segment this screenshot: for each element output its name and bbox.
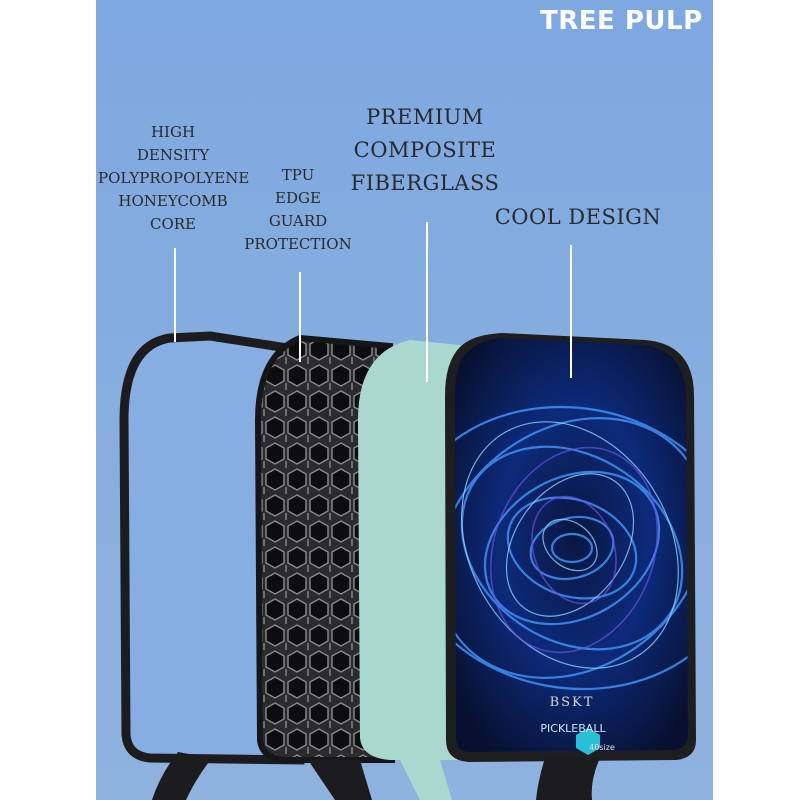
- face-product-label: PICKLEBALL: [540, 722, 606, 735]
- design-callout: COOL DESIGN: [492, 201, 664, 234]
- surface-callout-line: FIBERGLASS: [350, 171, 500, 195]
- edge-callout-line: TPU: [281, 166, 315, 184]
- brand-watermark: TREE PULP & CO: [540, 6, 788, 36]
- edge-callout-line: GUARD: [268, 212, 328, 230]
- core-callout-line: DENSITY: [136, 146, 210, 164]
- surface-callout-line: COMPOSITE: [353, 138, 497, 162]
- core-callout-line: POLYPROPOLYENE: [98, 169, 250, 187]
- design-callout-line: COOL DESIGN: [494, 205, 662, 229]
- core-callout-line: HIGH: [150, 123, 196, 141]
- face-size-label: 40size: [589, 743, 615, 752]
- paddle-face: [445, 333, 696, 800]
- core-callout-line: CORE: [149, 215, 197, 233]
- face-badge-icon: [576, 728, 600, 755]
- edge-callout-line: PROTECTION: [244, 235, 352, 253]
- edge-callout: TPU EDGE GUARD PROTECTION: [238, 164, 358, 256]
- fiberglass-surface-layer: [358, 340, 472, 800]
- edge-callout-line: EDGE: [275, 189, 321, 207]
- face-logo: BSKT: [550, 695, 595, 710]
- core-callout-line: HONEYCOMB: [118, 192, 228, 210]
- callout-lines: [174, 222, 572, 382]
- surface-callout-line: PREMIUM: [366, 105, 484, 129]
- surface-callout: PREMIUM COMPOSITE FIBERGLASS: [350, 101, 500, 200]
- core-callout: HIGH DENSITY POLYPROPOLYENE HONEYCOMB CO…: [98, 121, 250, 236]
